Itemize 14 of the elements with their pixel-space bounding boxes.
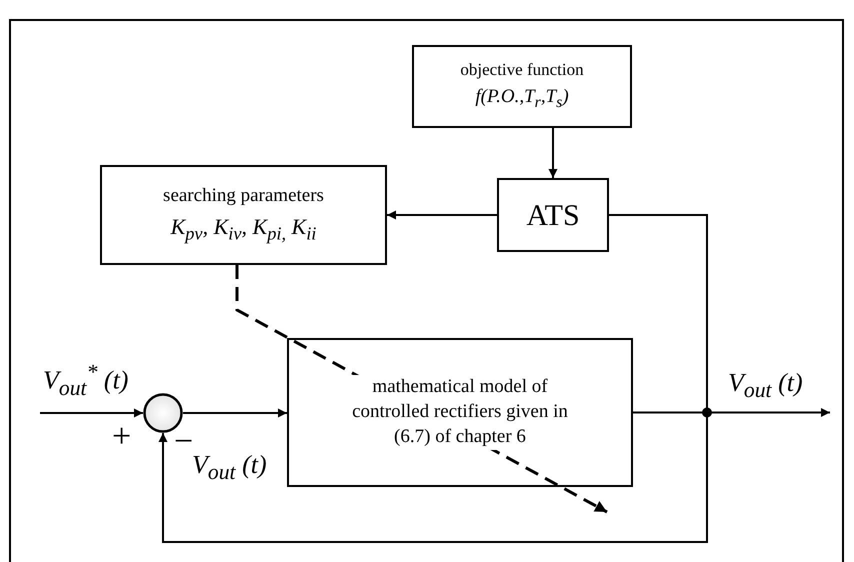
arrow	[548, 128, 558, 178]
block-box	[497, 178, 609, 252]
signal-label: V$_{out}$ (t)	[192, 452, 267, 484]
sign-label: −	[174, 425, 194, 459]
signal-label: V$_{out}$ (t)	[728, 370, 803, 402]
sign-label: +	[112, 420, 132, 454]
block-box	[100, 165, 387, 265]
summing-junction	[143, 393, 183, 433]
arrow	[183, 408, 287, 418]
arrow	[40, 408, 143, 418]
block-box	[412, 45, 632, 128]
signal-label: V$_{out}$$^{*}$ (t)	[43, 362, 128, 400]
block-box	[287, 338, 633, 487]
arrow	[387, 210, 497, 220]
